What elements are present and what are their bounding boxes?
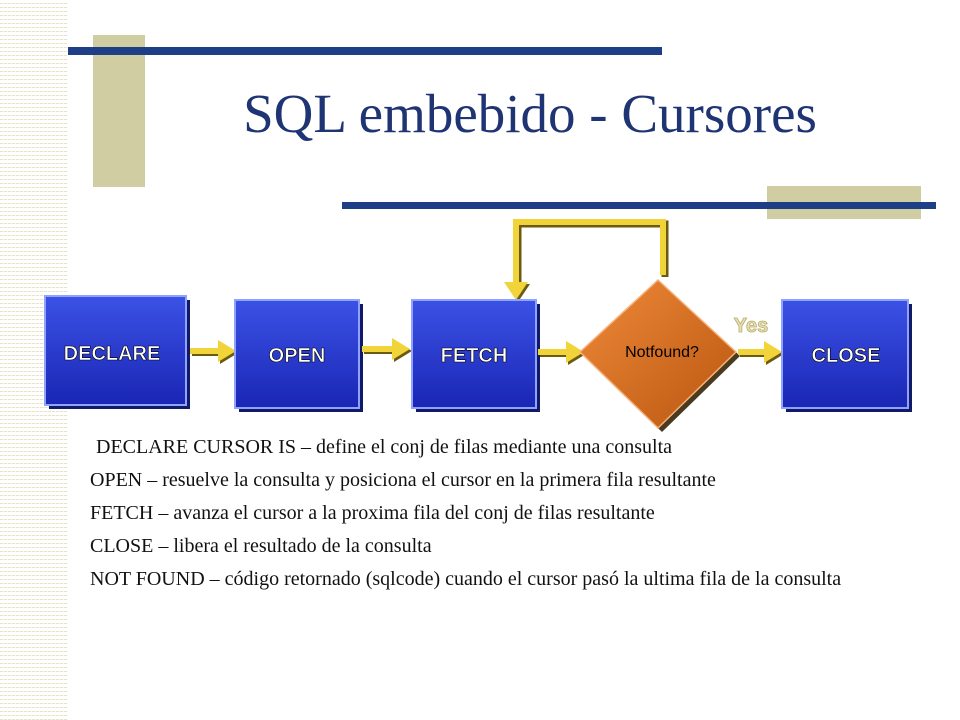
definition-item-open: OPEN – resuelve la consulta y posiciona … [90, 469, 910, 492]
term-declare-cursor: DECLARE CURSOR IS [96, 436, 297, 458]
decorative-top-rule [68, 47, 662, 55]
desc-declare-cursor: – define el conj de filas mediante una c… [296, 436, 673, 458]
desc-not-found: – código retornado (sqlcode) cuando el c… [204, 568, 842, 590]
close-label: CLOSE [812, 345, 881, 367]
desc-close: – libera el resultado de la consulta [153, 535, 432, 557]
term-fetch: FETCH [90, 502, 154, 524]
close-step: CLOSE [781, 299, 912, 412]
decorative-vertical-block [93, 35, 145, 187]
fetch-step: FETCH [411, 299, 540, 412]
term-close: CLOSE [90, 535, 154, 557]
definition-item-close: CLOSE – libera el resultado de la consul… [90, 535, 910, 558]
open-label: OPEN [269, 345, 326, 367]
desc-open: – resuelve la consulta y posiciona el cu… [142, 469, 716, 491]
declare-label: DECLARE [64, 343, 161, 365]
definition-list: DECLARE CURSOR IS – define el conj de fi… [90, 436, 910, 601]
term-not-found: NOT FOUND [90, 568, 205, 590]
arrow-declare-open [190, 340, 238, 364]
decision-label: Notfound? [625, 344, 699, 361]
arrow-open-fetch [362, 338, 412, 362]
notfound-decision: Notfound? [578, 278, 740, 432]
decorative-middle-rule [342, 202, 936, 209]
term-open: OPEN [90, 469, 143, 491]
desc-fetch: – avanza el cursor a la proxima fila del… [153, 502, 655, 524]
definition-item-fetch: FETCH – avanza el cursor a la proxima fi… [90, 502, 910, 525]
declare-step: DECLARE [44, 295, 190, 409]
definition-item-declare: DECLARE CURSOR IS – define el conj de fi… [90, 436, 910, 459]
fetch-label: FETCH [441, 345, 508, 367]
arrow-fetch-decision [538, 341, 586, 365]
open-step: OPEN [234, 299, 363, 412]
arrow-decision-close [738, 341, 784, 365]
slide-title: SQL embebido - Cursores [243, 83, 817, 144]
yes-label: Yes [734, 315, 768, 337]
loop-connector [504, 219, 669, 302]
definition-item-not-found: NOT FOUND – código retornado (sqlcode) c… [90, 568, 910, 591]
